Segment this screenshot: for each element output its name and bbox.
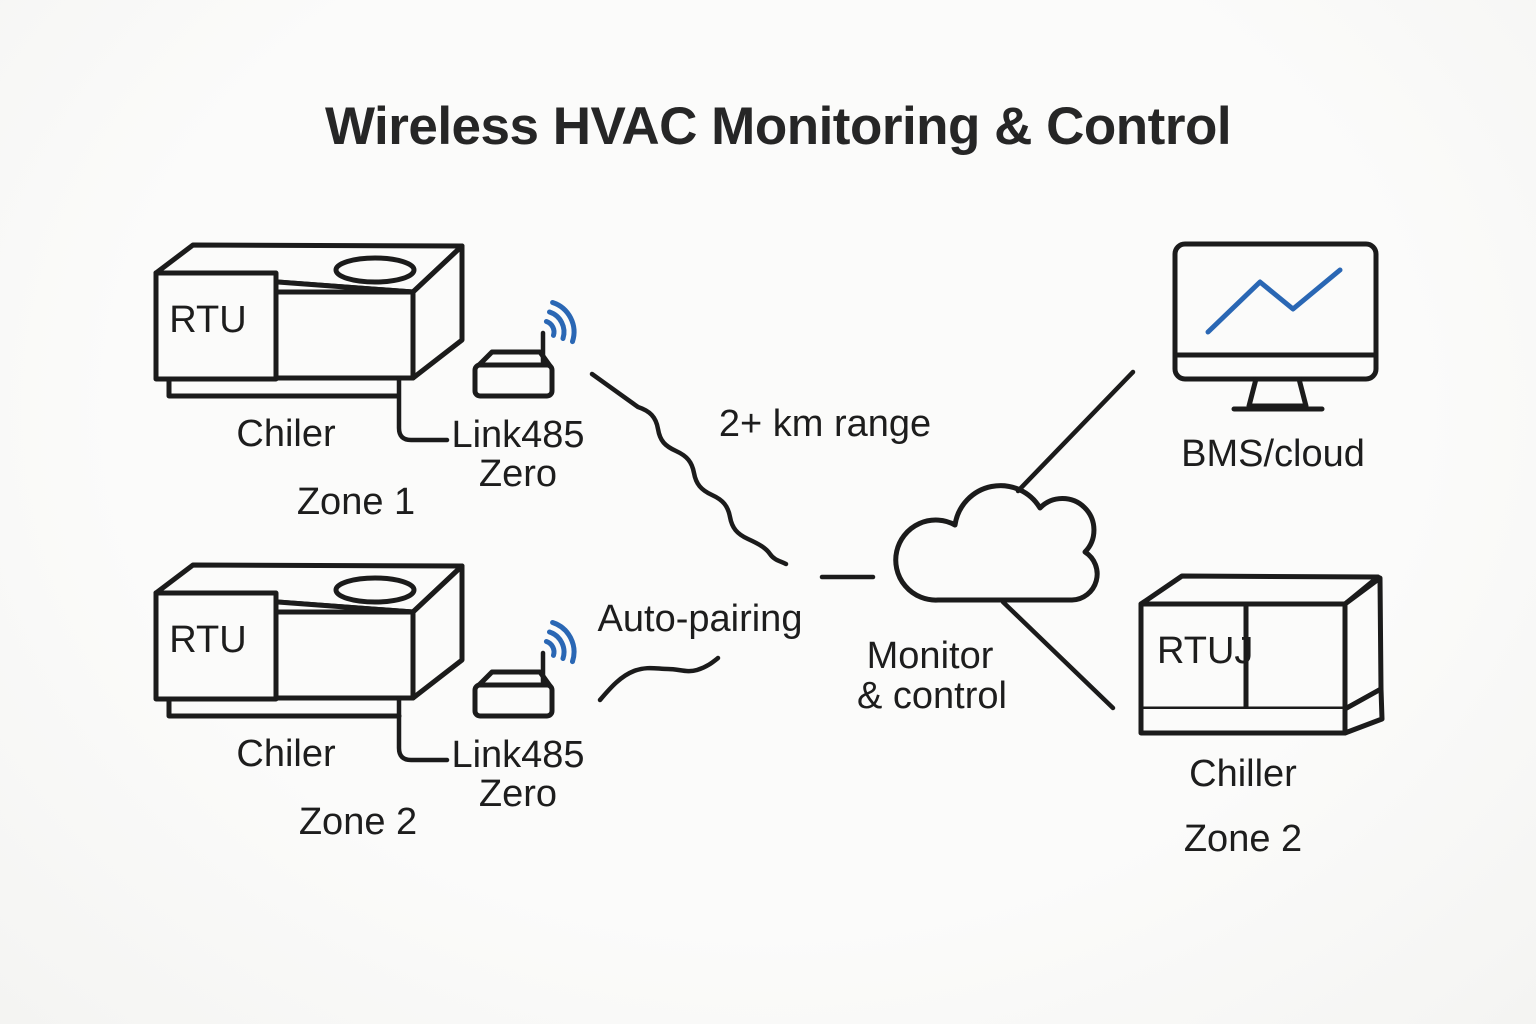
unit-base-front bbox=[1138, 706, 1348, 736]
pairing-label: Auto-pairing bbox=[598, 598, 803, 640]
link485-device-zone2 bbox=[472, 620, 577, 719]
device-label-zone2-line1: Link485 bbox=[451, 734, 584, 776]
wireless-wavy-line-zone1 bbox=[589, 371, 789, 567]
cloud-caption-line1: Monitor bbox=[867, 635, 994, 677]
fan-vent-icon bbox=[333, 575, 417, 605]
gateway-box-icon bbox=[472, 682, 555, 719]
cloud-caption-line2: & control bbox=[857, 675, 1007, 717]
gateway-box-icon bbox=[472, 362, 555, 399]
wire-to-gateway bbox=[396, 695, 450, 763]
unit-base-plinth bbox=[166, 696, 402, 719]
device-label-zone2-line2: Zero bbox=[479, 773, 557, 815]
unit-top-face bbox=[1138, 573, 1381, 607]
hvac-unit-zone2: RTU bbox=[153, 562, 465, 763]
zone-label-right: Zone 2 bbox=[1184, 818, 1302, 860]
device-label-zone1-line2: Zero bbox=[479, 453, 557, 495]
bms-monitor: BMS/cloud bbox=[1172, 241, 1379, 475]
page-title: Wireless HVAC Monitoring & Control bbox=[325, 97, 1231, 156]
rtu-panel-label: RTUJ bbox=[1157, 630, 1253, 672]
rtu-panel-label: RTU bbox=[169, 619, 246, 661]
unit-label-zone2: Chiler bbox=[236, 733, 336, 775]
link485-device-zone1 bbox=[472, 300, 577, 399]
rtu-panel bbox=[153, 270, 279, 382]
cloud-to-chiller-line bbox=[1000, 599, 1116, 711]
cloud-icon bbox=[893, 483, 1100, 603]
desktop-monitor-icon bbox=[1172, 241, 1379, 382]
cloud-to-bms-line bbox=[1015, 369, 1136, 494]
device-label-zone1-line1: Link485 bbox=[451, 414, 584, 456]
hvac-unit-zone1: RTU bbox=[153, 242, 465, 443]
bms-label: BMS/cloud bbox=[1181, 433, 1365, 475]
wireless-wavy-line-zone2 bbox=[597, 655, 721, 703]
fan-vent-icon bbox=[333, 255, 417, 285]
wifi-arcs-icon bbox=[543, 300, 577, 345]
wire-to-gateway bbox=[396, 375, 450, 443]
cloud-node: Monitor & control bbox=[857, 483, 1100, 717]
line-chart-icon bbox=[1205, 267, 1343, 335]
monitor-stand bbox=[1246, 376, 1309, 409]
rtu-panel-label: RTU bbox=[169, 299, 246, 341]
unit-label-right: Chiller bbox=[1189, 753, 1297, 795]
chiller-unit-right: RTUJ Chiller Zone 2 bbox=[1138, 573, 1385, 860]
unit-base-plinth bbox=[166, 376, 401, 399]
zone-label-zone1: Zone 1 bbox=[297, 481, 415, 523]
wifi-arcs-icon bbox=[543, 620, 577, 665]
rtu-panel bbox=[153, 590, 279, 702]
unit-label-zone1: Chiler bbox=[236, 413, 336, 455]
zone-label-zone2: Zone 2 bbox=[299, 801, 417, 843]
range-label: 2+ km range bbox=[719, 403, 931, 445]
